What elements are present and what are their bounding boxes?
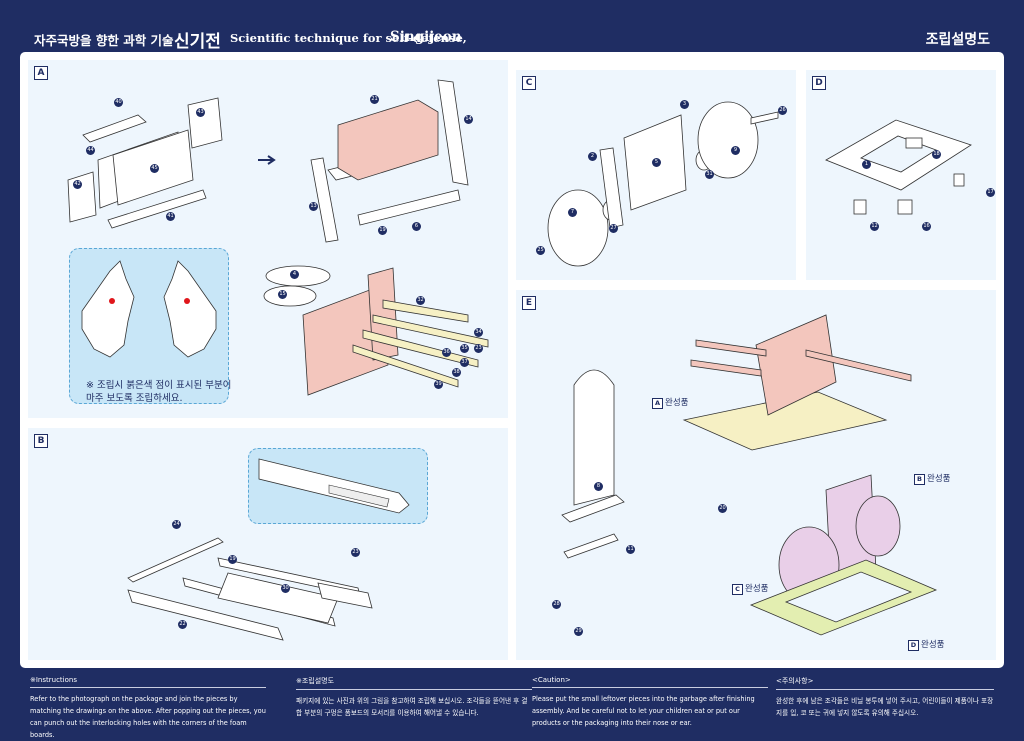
part-number: 43 — [196, 108, 205, 117]
panel-c: C 3 26 2 5 9 31 7 27 25 — [516, 70, 796, 280]
part-number: 30 — [281, 584, 290, 593]
completed-d-text: 완성품 — [921, 640, 945, 650]
panel-a: A ※ 조립시 붉은색 점이 표시된 부분이 마주 보도록 조립하세요. — [28, 60, 508, 418]
part-number: 7 — [568, 208, 577, 217]
part-number: 35 — [460, 344, 469, 353]
part-number: 3 — [680, 100, 689, 109]
part-number: 17 — [986, 188, 995, 197]
completed-a-letter: A — [652, 398, 663, 409]
completed-c-letter: C — [732, 584, 743, 595]
rail-detail-illustration — [258, 458, 410, 514]
panel-e-illustration — [561, 314, 938, 636]
panel-b-label: B — [34, 434, 48, 448]
instructions-korean-heading: ※조립설명도 — [296, 676, 532, 690]
part-number: 8 — [594, 482, 603, 491]
part-number: 28 — [552, 600, 561, 609]
part-number: 23 — [474, 344, 483, 353]
part-number: 45 — [150, 164, 159, 173]
part-number: 21 — [370, 95, 379, 104]
title-english: Scientific technique for self-defense, — [230, 31, 467, 45]
header: 자주국방을 향한 과학 기술 신기전 Scientific technique … — [0, 0, 1024, 52]
part-number: 39 — [434, 380, 443, 389]
footer-caution-korean: <주의사항> 완성한 후에 남은 조각들은 비닐 봉투에 넣어 주시고, 어린이… — [776, 676, 994, 719]
title-korean: 자주국방을 향한 과학 기술 — [34, 33, 174, 48]
caution-body: Please put the small leftover pieces int… — [532, 695, 755, 727]
part-number: 32 — [416, 296, 425, 305]
instructions-korean-body: 패키지에 있는 사진과 위의 그림을 참고하여 조립해 보십시오. 조각들을 뜯… — [296, 697, 528, 717]
panel-b: B 24 19 23 30 22 — [28, 428, 508, 660]
part-number: 37 — [460, 358, 469, 367]
caution-heading: <Caution> — [532, 676, 768, 688]
panel-b-illustration — [127, 537, 373, 641]
part-number: 15 — [278, 290, 287, 299]
part-number: 18 — [932, 150, 941, 159]
panel-d-illustration — [825, 119, 972, 215]
panel-c-label: C — [522, 76, 536, 90]
instruction-sheet: A ※ 조립시 붉은색 점이 표시된 부분이 마주 보도록 조립하세요. — [20, 52, 1004, 668]
footer-instructions: ※Instructions Refer to the photograph on… — [30, 676, 266, 741]
panel-e-label: E — [522, 296, 536, 310]
red-dot-right — [184, 298, 190, 304]
panel-d: D 1 18 12 16 17 — [806, 70, 996, 280]
part-number: 16 — [922, 222, 931, 231]
panel-d-label: D — [812, 76, 826, 90]
part-number: 34 — [474, 328, 483, 337]
title-name-english: Singijeon — [390, 29, 462, 45]
part-number: 6 — [412, 222, 421, 231]
footer-instructions-korean: ※조립설명도 패키지에 있는 사진과 위의 그림을 참고하여 조립해 보십시오.… — [296, 676, 532, 719]
part-number: 42 — [73, 180, 82, 189]
part-number: 41 — [166, 212, 175, 221]
part-number: 22 — [178, 620, 187, 629]
completed-c-text: 완성품 — [745, 584, 769, 594]
panel-a-label: A — [34, 66, 48, 80]
part-number: 4 — [290, 270, 299, 279]
part-number: 11 — [626, 545, 635, 554]
red-dot-inset: ※ 조립시 붉은색 점이 표시된 부분이 마주 보도록 조립하세요. — [69, 248, 231, 404]
part-number: 29 — [574, 627, 583, 636]
assembly-diagram-label: 조립설명도 — [925, 32, 990, 48]
part-number: 44 — [86, 146, 95, 155]
part-number: 25 — [536, 246, 545, 255]
part-number: 2 — [588, 152, 597, 161]
completed-d-letter: D — [908, 640, 919, 651]
caution-korean-heading: <주의사항> — [776, 676, 994, 690]
part-number: 14 — [464, 115, 473, 124]
footer-caution: <Caution> Please put the small leftover … — [532, 676, 768, 729]
part-number: 27 — [609, 224, 618, 233]
completed-b-text: 완성품 — [927, 474, 951, 484]
part-number: 20 — [718, 504, 727, 513]
part-number: 38 — [452, 368, 461, 377]
caution-korean-body: 완성한 후에 남은 조각들은 비닐 봉투에 넣어 주시고, 어린이들이 제품이나… — [776, 697, 994, 717]
panel-c-illustration — [547, 101, 779, 267]
part-number: 5 — [652, 158, 661, 167]
part-number: 19 — [378, 226, 387, 235]
part-number: 24 — [172, 520, 181, 529]
panel-a-illustration — [67, 79, 489, 396]
part-number: 9 — [731, 146, 740, 155]
part-number: 31 — [705, 170, 714, 179]
part-number: 1 — [862, 160, 871, 169]
part-number: 36 — [442, 348, 451, 357]
completed-a-text: 완성품 — [665, 398, 689, 408]
instructions-body: Refer to the photograph on the package a… — [30, 695, 266, 739]
part-number: 40 — [114, 98, 123, 107]
title-name-korean: 신기전 — [174, 32, 221, 52]
red-dot-note: ※ 조립시 붉은색 점이 표시된 부분이 마주 보도록 조립하세요. — [86, 380, 232, 404]
red-dot-pieces-illustration — [81, 260, 217, 358]
red-dot-left — [109, 298, 115, 304]
instructions-heading: ※Instructions — [30, 676, 266, 688]
panel-e: E — [516, 290, 996, 660]
rail-detail-inset — [248, 448, 428, 524]
part-number: 12 — [870, 222, 879, 231]
part-number: 26 — [778, 106, 787, 115]
part-number: 23 — [351, 548, 360, 557]
completed-b-letter: B — [914, 474, 925, 485]
part-number: 19 — [228, 555, 237, 564]
part-number: 13 — [309, 202, 318, 211]
